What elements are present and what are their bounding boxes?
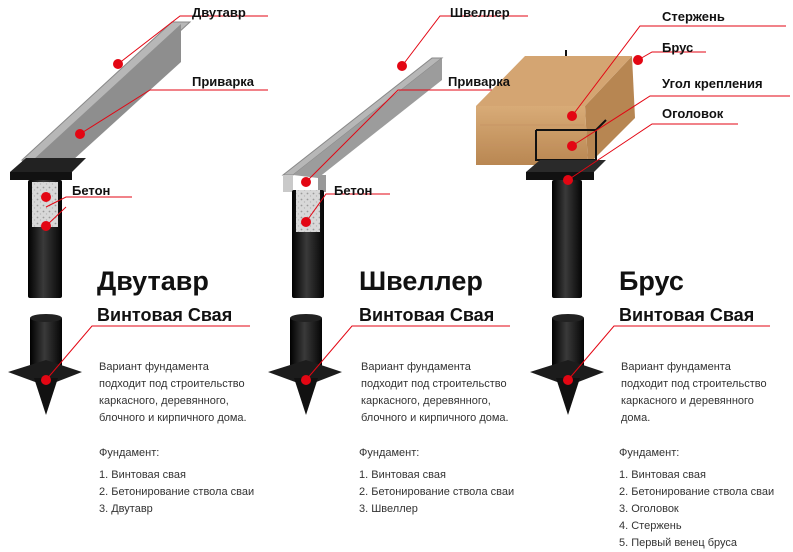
list-item: 1. Винтовая свая xyxy=(359,469,446,481)
pile-shaft xyxy=(552,180,582,298)
dvutavr-leaders xyxy=(45,15,268,381)
list-item: 5. Первый венец бруса xyxy=(619,537,737,549)
callout-concrete: Бетон xyxy=(72,183,111,198)
column-title: Швеллер xyxy=(359,266,483,296)
foundation-list: Фундамент: 1. Винтовая свая 2. Бетониров… xyxy=(619,445,774,552)
callout-angle: Угол крепления xyxy=(662,76,763,91)
column-title: Брус xyxy=(619,266,684,296)
channel-web xyxy=(293,58,442,178)
shveller-illustration xyxy=(268,57,444,415)
callout-weld: Приварка xyxy=(192,74,255,89)
foundation-list: Фундамент: 1. Винтовая свая 2. Бетониров… xyxy=(99,445,254,518)
ibeam-web xyxy=(33,24,181,190)
column-description: Вариант фундамента подходит под строител… xyxy=(99,361,247,424)
timber-top xyxy=(476,56,632,106)
screw-blade xyxy=(268,360,342,386)
brus-dots xyxy=(563,55,643,385)
column-subtitle: Винтовая Свая xyxy=(359,305,495,325)
foundation-list: Фундамент: 1. Винтовая свая 2. Бетониров… xyxy=(359,445,514,518)
list-item: 4. Стержень xyxy=(619,520,682,532)
timber-front xyxy=(476,106,588,165)
channel-top xyxy=(281,57,444,176)
list-item: 2. Бетонирование ствола сваи xyxy=(359,486,515,498)
brus-illustration xyxy=(476,50,635,415)
screw-blade xyxy=(530,360,604,386)
column-subtitle: Винтовая Свая xyxy=(97,305,233,325)
list-item: 2. Бетонирование ствола сваи xyxy=(99,486,255,498)
list-item: 1. Винтовая свая xyxy=(619,469,706,481)
callout-timber: Брус xyxy=(662,40,694,55)
callout-ibeam: Двутавр xyxy=(192,5,246,20)
concrete-fill xyxy=(32,182,58,227)
shveller-dots xyxy=(301,61,407,385)
screw-blade xyxy=(8,360,82,386)
list-item: 3. Швеллер xyxy=(359,503,418,515)
timber-side xyxy=(585,56,635,165)
column-description: Вариант фундамента подходит под строител… xyxy=(361,361,509,424)
column-description: Вариант фундамента подходит под строител… xyxy=(621,361,767,424)
list-item: 3. Двутавр xyxy=(99,503,153,515)
list-item: 2. Бетонирование ствола сваи xyxy=(619,486,775,498)
dvutavr-illustration xyxy=(8,21,192,415)
shveller-leaders xyxy=(305,15,528,381)
head-plate xyxy=(526,160,606,172)
list-item: 3. Оголовок xyxy=(619,503,679,515)
column-title: Двутавр xyxy=(97,266,209,296)
callout-channel: Швеллер xyxy=(450,5,510,20)
head-plate xyxy=(10,158,86,172)
column-subtitle: Винтовая Свая xyxy=(619,305,755,325)
callout-rod: Стержень xyxy=(662,9,725,24)
callout-weld: Приварка xyxy=(448,74,511,89)
brus-leaders xyxy=(567,25,790,381)
dvutavr-dots xyxy=(41,59,123,385)
callout-head: Оголовок xyxy=(662,106,724,121)
list-item: 1. Винтовая свая xyxy=(99,469,186,481)
callout-concrete: Бетон xyxy=(334,183,373,198)
